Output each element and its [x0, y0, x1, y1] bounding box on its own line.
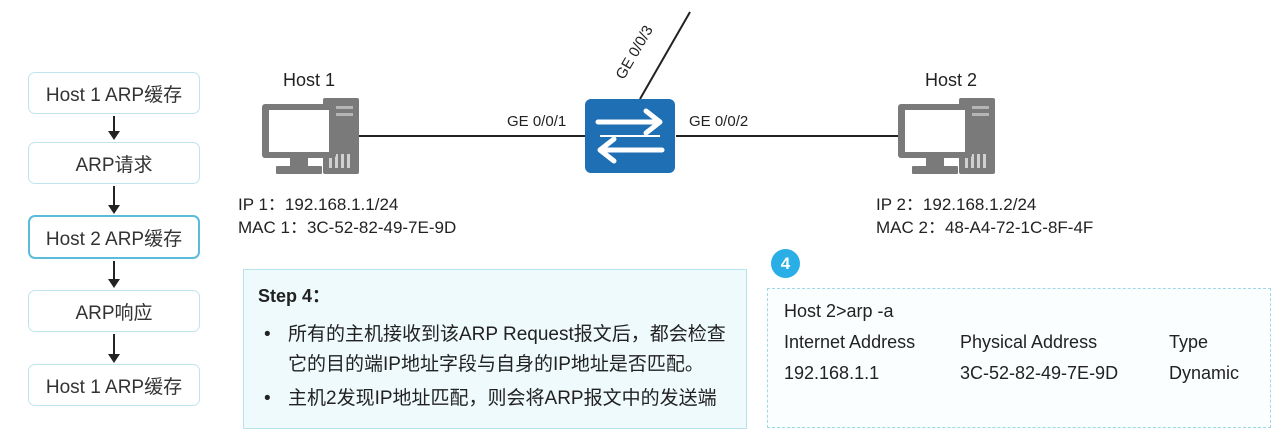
flow-step-label: Host 1 ARP缓存: [45, 376, 183, 398]
port-ge-0-0-1: GE 0/0/1: [507, 113, 567, 130]
flow-step-arp-request: ARP请求: [28, 142, 200, 184]
arp-row-mac: 3C-52-82-49-7E-9D: [960, 363, 1119, 383]
host2-computer-icon: [898, 98, 995, 174]
arp-header-type: Type: [1169, 332, 1209, 352]
host2-ip: IP 2：192.168.1.2/24: [876, 195, 1037, 214]
host1-mac: MAC 1：3C-52-82-49-7E-9D: [238, 218, 457, 237]
arp-header-physical-address: Physical Address: [960, 332, 1098, 352]
host1-ip: IP 1：192.168.1.1/24: [238, 195, 399, 214]
flow-step-host1-cache: Host 1 ARP缓存: [28, 72, 200, 114]
flow-step-label: Host 2 ARP缓存: [45, 228, 183, 250]
flow-step-label: ARP响应: [75, 302, 153, 324]
arp-command: Host 2>arp -a: [784, 301, 894, 321]
port-ge-0-0-2: GE 0/0/2: [689, 113, 749, 130]
host2-mac: MAC 2：48-A4-72-1C-8F-4F: [876, 218, 1094, 237]
flow-arrow: [108, 261, 120, 288]
host1-name: Host 1: [283, 70, 336, 90]
arp-row-type: Dynamic: [1169, 363, 1240, 383]
step-description-panel: Step 4： 所有的主机接收到该ARP Request报文后，都会检查它的目的…: [243, 269, 747, 429]
switch-icon: [585, 99, 675, 173]
flow-step-arp-reply: ARP响应: [28, 290, 200, 332]
step-bullet: 主机2发现IP地址匹配，则会将ARP报文中的发送端: [258, 384, 732, 414]
arp-table-panel: Host 2>arp -a Internet Address Physical …: [767, 288, 1271, 428]
step-number-badge: 4: [771, 249, 800, 278]
flow-step-label: ARP请求: [75, 154, 153, 176]
arp-header-internet-address: Internet Address: [784, 332, 916, 352]
host2-name: Host 2: [925, 70, 978, 90]
step-title: Step 4：: [258, 286, 331, 306]
step-bullet: 所有的主机接收到该ARP Request报文后，都会检查它的目的端IP地址字段与…: [258, 320, 732, 380]
arp-row-ip: 192.168.1.1: [784, 363, 880, 383]
flow-arrow: [108, 116, 120, 140]
flow-arrow: [108, 334, 120, 363]
flow-arrow: [108, 186, 120, 214]
port-ge-0-0-3: GE 0/0/3: [612, 22, 657, 83]
host1-computer-icon: [262, 98, 359, 174]
flow-step-label: Host 1 ARP缓存: [45, 84, 183, 106]
flow-step-host2-cache: Host 2 ARP缓存: [28, 215, 200, 259]
